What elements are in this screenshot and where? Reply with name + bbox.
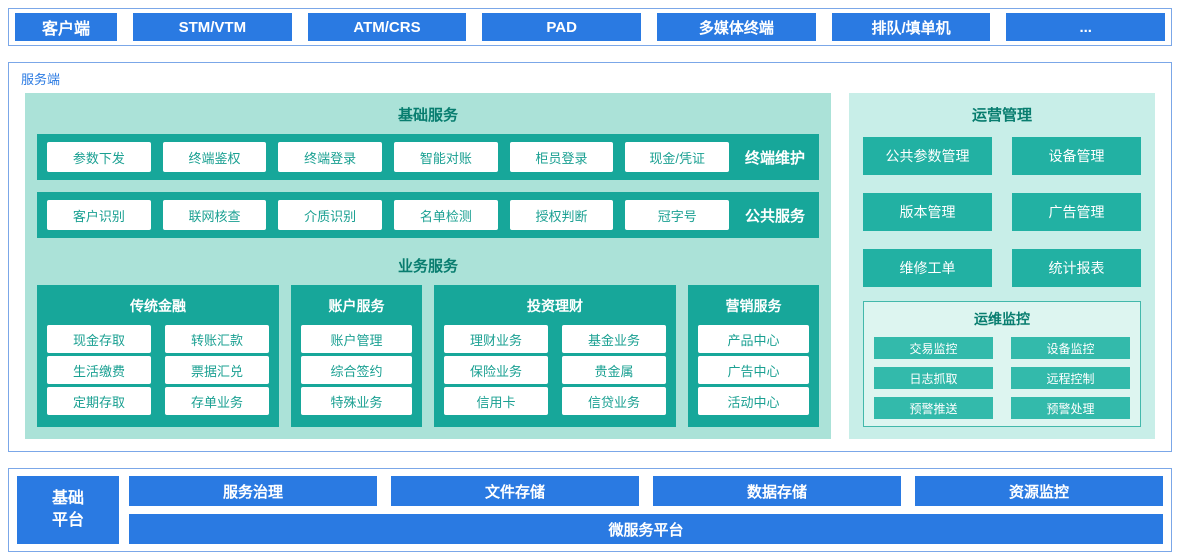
business-service-button: 票据汇兑 bbox=[165, 356, 269, 384]
business-service-button: 存单业务 bbox=[165, 387, 269, 415]
service-strip-terminal-maintenance: 参数下发 终端鉴权 终端登录 智能对账 柜员登录 现金/凭证 终端维护 bbox=[37, 134, 819, 180]
client-label: 客户端 bbox=[15, 13, 117, 41]
platform-label-text: 基础平台 bbox=[51, 490, 84, 529]
biz-group-title: 传统金融 bbox=[130, 298, 186, 314]
monitoring-panel: 运维监控 交易监控 设备监控 日志抓取 远程控制 预警推送 预警处理 bbox=[863, 301, 1141, 427]
biz-group-investment: 投资理财 理财业务 基金业务 保险业务 贵金属 信用卡 信贷业务 bbox=[434, 285, 676, 427]
business-service-button: 贵金属 bbox=[562, 356, 666, 384]
platform-resource-monitor: 资源监控 bbox=[915, 476, 1163, 506]
operations-title: 运营管理 bbox=[971, 107, 1032, 124]
terminal-multimedia: 多媒体终端 bbox=[657, 13, 816, 41]
microservice-platform-bar: 微服务平台 bbox=[129, 514, 1163, 544]
basic-service-button: 终端鉴权 bbox=[162, 142, 267, 172]
basic-service-button: 冠字号 bbox=[625, 200, 730, 230]
business-service-button: 信贷业务 bbox=[562, 387, 666, 415]
basic-services-title: 基础服务 bbox=[397, 107, 458, 124]
monitor-button: 预警推送 bbox=[874, 397, 993, 419]
basic-service-button: 终端登录 bbox=[278, 142, 383, 172]
operations-panel: 运营管理 公共参数管理 设备管理 版本管理 广告管理 维修工单 统计报表 运维监… bbox=[849, 93, 1155, 439]
monitor-button: 交易监控 bbox=[874, 337, 993, 359]
business-services-title: 业务服务 bbox=[397, 258, 458, 275]
biz-group-traditional-finance: 传统金融 现金存取 转账汇款 生活缴费 票据汇兑 定期存取 存单业务 bbox=[37, 285, 279, 427]
server-body: 基础服务 参数下发 终端鉴权 终端登录 智能对账 柜员登录 现金/凭证 终端维护… bbox=[19, 93, 1161, 439]
platform-body: 服务治理 文件存储 数据存储 资源监控 微服务平台 bbox=[129, 476, 1163, 544]
biz-group-marketing: 营销服务 产品中心 广告中心 活动中心 bbox=[688, 285, 819, 427]
biz-group-title: 营销服务 bbox=[725, 298, 782, 314]
server-label: 服务端 bbox=[21, 72, 61, 87]
business-service-button: 产品中心 bbox=[698, 325, 809, 353]
business-service-button: 特殊业务 bbox=[301, 387, 412, 415]
services-panel: 基础服务 参数下发 终端鉴权 终端登录 智能对账 柜员登录 现金/凭证 终端维护… bbox=[25, 93, 831, 439]
business-service-button: 现金存取 bbox=[47, 325, 151, 353]
service-strip-public-service: 客户识别 联网核查 介质识别 名单检测 授权判断 冠字号 公共服务 bbox=[37, 192, 819, 238]
basic-service-button: 智能对账 bbox=[394, 142, 498, 172]
operations-grid: 公共参数管理 设备管理 版本管理 广告管理 维修工单 统计报表 bbox=[863, 137, 1141, 287]
platform-label: 基础平台 bbox=[17, 476, 119, 544]
basic-service-button: 现金/凭证 bbox=[625, 142, 730, 172]
basic-service-button: 授权判断 bbox=[509, 200, 614, 230]
platform-service-governance: 服务治理 bbox=[129, 476, 377, 506]
monitor-button: 设备监控 bbox=[1011, 337, 1130, 359]
ops-button: 设备管理 bbox=[1012, 137, 1141, 175]
monitor-button: 日志抓取 bbox=[874, 367, 993, 389]
server-section: 服务端 基础服务 参数下发 终端鉴权 终端登录 智能对账 柜员登录 现金/凭证 … bbox=[8, 62, 1172, 452]
terminal-pad: PAD bbox=[482, 13, 642, 41]
platform-section: 基础平台 服务治理 文件存储 数据存储 资源监控 微服务平台 bbox=[8, 468, 1172, 552]
business-services-row: 传统金融 现金存取 转账汇款 生活缴费 票据汇兑 定期存取 存单业务 账户服务 … bbox=[37, 285, 819, 427]
terminal-atm-crs: ATM/CRS bbox=[307, 13, 467, 41]
business-service-button: 转账汇款 bbox=[165, 325, 269, 353]
platform-file-storage: 文件存储 bbox=[391, 476, 639, 506]
ops-button: 广告管理 bbox=[1012, 193, 1141, 231]
basic-service-button: 联网核查 bbox=[162, 200, 267, 230]
client-section: 客户端 STM/VTM ATM/CRS PAD 多媒体终端 排队/填单机 ... bbox=[8, 8, 1172, 46]
business-service-button: 理财业务 bbox=[444, 325, 548, 353]
basic-service-button: 参数下发 bbox=[47, 142, 151, 172]
ops-button: 维修工单 bbox=[863, 249, 992, 287]
basic-service-button: 客户识别 bbox=[47, 200, 151, 230]
business-service-button: 定期存取 bbox=[47, 387, 151, 415]
basic-service-button: 名单检测 bbox=[394, 200, 498, 230]
monitoring-title: 运维监控 bbox=[974, 311, 1030, 327]
biz-group-account-services: 账户服务 账户管理 综合签约 特殊业务 bbox=[291, 285, 422, 427]
business-service-button: 基金业务 bbox=[562, 325, 666, 353]
basic-service-button: 柜员登录 bbox=[509, 142, 614, 172]
strip-tag-terminal-maintenance: 终端维护 bbox=[745, 149, 806, 167]
terminal-more: ... bbox=[1006, 13, 1166, 41]
platform-data-storage: 数据存储 bbox=[653, 476, 901, 506]
biz-group-title: 投资理财 bbox=[527, 298, 583, 314]
basic-service-button: 介质识别 bbox=[278, 200, 383, 230]
business-service-button: 广告中心 bbox=[698, 356, 809, 384]
ops-button: 公共参数管理 bbox=[863, 137, 992, 175]
ops-button: 统计报表 bbox=[1012, 249, 1141, 287]
business-service-button: 账户管理 bbox=[301, 325, 412, 353]
business-service-button: 信用卡 bbox=[444, 387, 548, 415]
terminal-queue-form: 排队/填单机 bbox=[831, 13, 991, 41]
monitor-button: 远程控制 bbox=[1011, 367, 1130, 389]
strip-tag-public-service: 公共服务 bbox=[745, 207, 806, 225]
monitor-button: 预警处理 bbox=[1011, 397, 1130, 419]
biz-group-title: 账户服务 bbox=[328, 298, 385, 314]
ops-button: 版本管理 bbox=[863, 193, 992, 231]
terminal-stm-vtm: STM/VTM bbox=[133, 13, 292, 41]
business-service-button: 保险业务 bbox=[444, 356, 548, 384]
business-service-button: 活动中心 bbox=[698, 387, 809, 415]
business-service-button: 生活缴费 bbox=[47, 356, 151, 384]
business-service-button: 综合签约 bbox=[301, 356, 412, 384]
terminal-row: STM/VTM ATM/CRS PAD 多媒体终端 排队/填单机 ... bbox=[133, 13, 1166, 41]
